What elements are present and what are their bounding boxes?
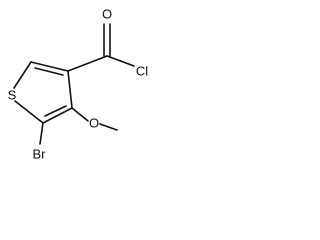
- bond-carbonyl-cl: [106, 55, 135, 67]
- atom-chlorine: Cl: [136, 64, 148, 79]
- atom-methoxy-oxygen: O: [89, 116, 99, 131]
- atom-carbonyl-oxygen: O: [102, 7, 112, 22]
- bond-c4-c3: [67, 70, 73, 109]
- atom-sulfur: S: [8, 88, 17, 103]
- bond-c3-o: [71, 107, 89, 122]
- bond-s-c5: [13, 61, 32, 89]
- bond-c5-c4: [30, 61, 69, 72]
- bond-c2-s: [14, 100, 44, 124]
- atom-bromine: Br: [33, 147, 47, 162]
- molecule-structure: S O Cl O Br: [8, 7, 149, 162]
- bond-c3-c2-inner: [44, 105, 67, 117]
- bond-c4-carbonyl: [67, 55, 108, 72]
- bond-c2-br: [39, 122, 44, 145]
- bond-c3-c2: [42, 107, 73, 124]
- bond-c5-c4-inner: [34, 67, 64, 76]
- bond-o-methyl: [99, 123, 118, 131]
